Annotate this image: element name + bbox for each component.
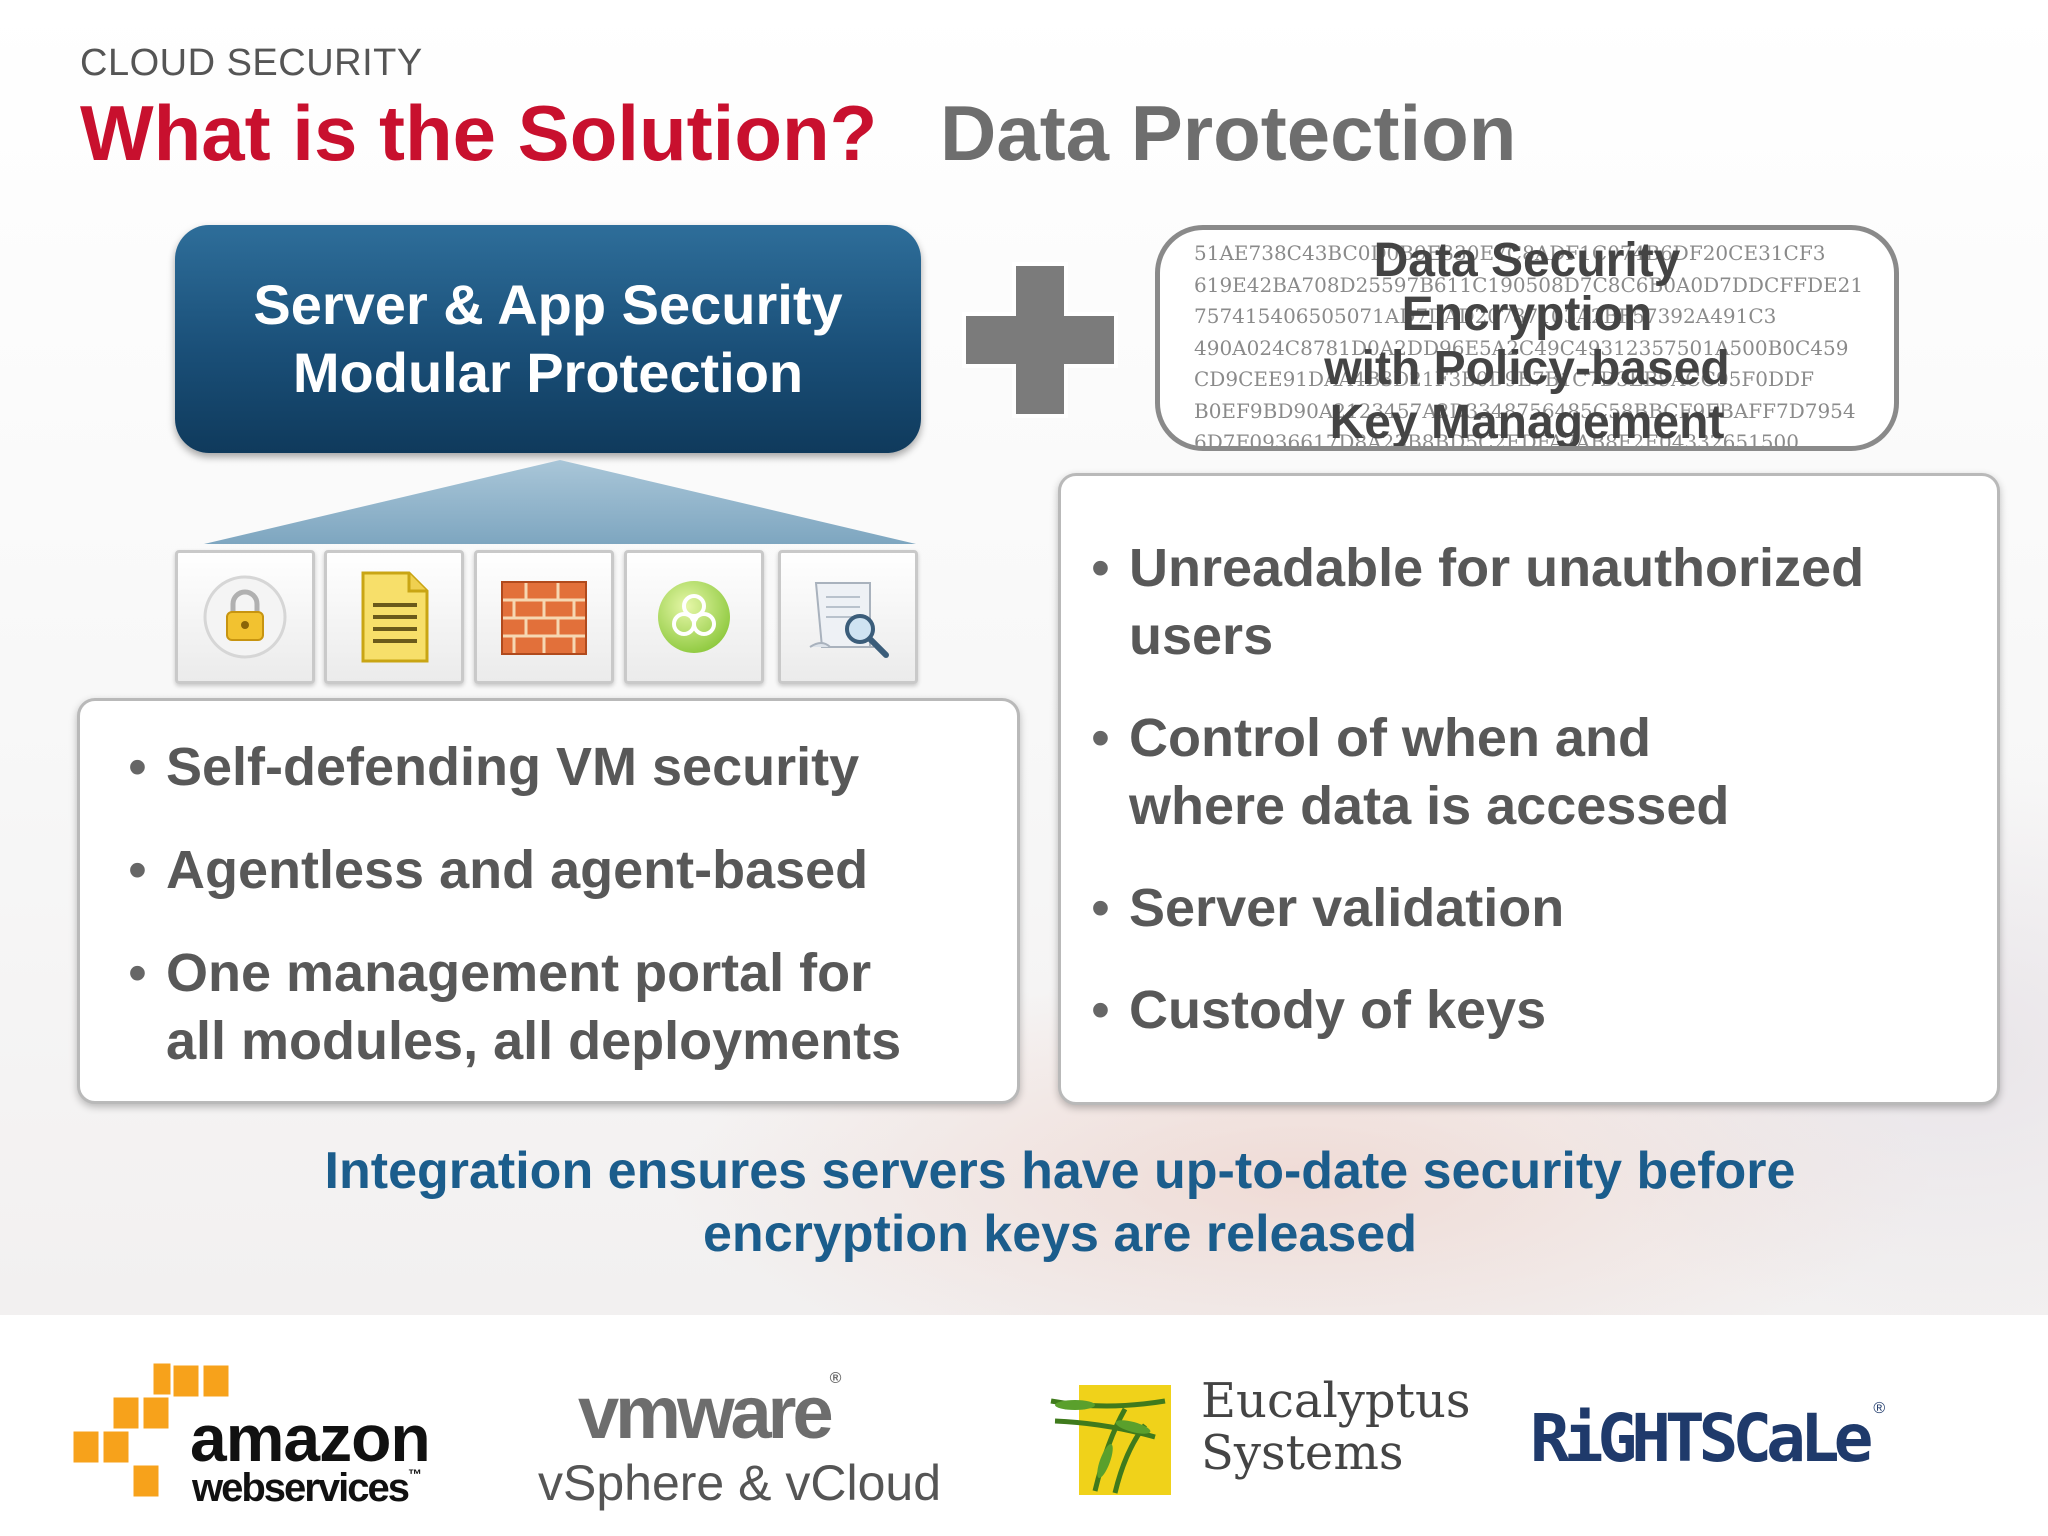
- list-item: One management portal for all modules, a…: [128, 939, 902, 1075]
- eucalyptus-text-line1: Eucalyptus: [1201, 1373, 1471, 1429]
- module-document: [324, 550, 464, 684]
- list-item: Server validation: [1091, 874, 1864, 942]
- hex-line: 490A024C8781D0A2DD96E5A2C49C49312357501A…: [1194, 335, 1849, 360]
- list-item-text-line2: where data is accessed: [1129, 776, 1730, 836]
- module-biohazard: [624, 550, 764, 684]
- list-item: Custody of keys: [1091, 976, 1864, 1044]
- document-icon: [361, 571, 429, 663]
- amazon-wordmark: amazon: [190, 1401, 431, 1475]
- list-item-text-line2: all modules, all deployments: [166, 1011, 902, 1071]
- registered-mark: ®: [829, 1370, 842, 1387]
- webservices-text: webservices: [192, 1466, 410, 1510]
- webservices-wordmark: webservices™: [192, 1466, 422, 1511]
- integration-line2: encryption keys are released: [703, 1205, 1417, 1263]
- data-security-caption: Data Security Encryption with Policy-bas…: [1160, 234, 1894, 449]
- logo-band: [0, 1315, 2048, 1536]
- module-firewall: [474, 550, 614, 684]
- vmware-logo: vmware® vSphere & vCloud: [530, 1370, 970, 1520]
- hex-line: 757415406505071AD7DAD20787103A2BF57392A4…: [1194, 304, 1777, 328]
- vmware-text: vmware: [578, 1371, 834, 1454]
- vmware-wordmark: vmware®: [578, 1370, 841, 1455]
- biohazard-icon: [658, 581, 730, 653]
- server-box-line1: Server & App Security: [253, 273, 843, 336]
- data-security-line4: Key Management: [1329, 396, 1725, 449]
- list-item: Agentless and agent-based: [128, 836, 901, 904]
- data-security-line1: Data Security: [1373, 234, 1681, 287]
- registered-mark: ®: [1873, 1400, 1886, 1417]
- data-protection-list: Unreadable for unauthorized users Contro…: [1091, 534, 1865, 1044]
- section-eyebrow: CLOUD SECURITY: [80, 42, 423, 84]
- eucalyptus-leaf-icon: [1050, 1385, 1171, 1495]
- rightscale-wordmark: RiGHTSCaLe: [1530, 1400, 1873, 1477]
- list-item-text: Self-defending VM security: [166, 737, 860, 797]
- list-item-text: Agentless and agent-based: [166, 840, 869, 900]
- data-security-box: 51AE738C43BC0D0B9E330E7C8ADF1C074B6DF20C…: [1155, 225, 1899, 451]
- module-scroll-search: [778, 550, 918, 684]
- server-features-list: Self-defending VM security Agentless and…: [128, 733, 902, 1075]
- list-item-text: Server validation: [1129, 878, 1565, 938]
- server-features-panel: Self-defending VM security Agentless and…: [77, 698, 1020, 1104]
- integration-line1: Integration ensures servers have up-to-d…: [324, 1142, 1796, 1200]
- trademark-mark: ™: [407, 1466, 422, 1482]
- scroll-search-icon: [809, 582, 889, 658]
- data-security-line3: with Policy-based: [1324, 342, 1730, 395]
- firewall-icon: [501, 581, 587, 655]
- list-item-text-line1: One management portal for: [166, 943, 872, 1003]
- amazon-web-services-logo: amazon webservices™: [70, 1360, 470, 1510]
- list-item-text-line2: users: [1129, 606, 1274, 666]
- list-item: Control of when and where data is access…: [1091, 704, 1864, 840]
- padlock-icon: [203, 575, 287, 659]
- module-padlock: [175, 550, 315, 684]
- eucalyptus-wordmark: Eucalyptus Systems: [1201, 1375, 1470, 1479]
- hex-line: CD9CEE91DAA4B3D21F3B0D9E7B1C7D3EB9ACC95F…: [1194, 367, 1814, 391]
- eucalyptus-systems-logo: Eucalyptus Systems: [1045, 1375, 1470, 1515]
- list-item: Self-defending VM security: [128, 733, 901, 801]
- aws-cubes-icon: [70, 1360, 180, 1500]
- eucalyptus-text-line2: Systems: [1201, 1425, 1404, 1481]
- roof-triangle: [204, 460, 916, 544]
- server-app-security-box: Server & App Security Modular Protection: [175, 225, 921, 453]
- rightscale-logo: RiGHTSCaLe®: [1530, 1400, 1970, 1490]
- list-item: Unreadable for unauthorized users: [1091, 534, 1865, 670]
- plus-icon: [962, 262, 1118, 418]
- vmware-products: vSphere & vCloud: [538, 1455, 942, 1511]
- encrypted-hex-background: 51AE738C43BC0D0B9E330E7C8ADF1C074B6DF20C…: [1194, 238, 1864, 451]
- hex-line: 619E42BA708D25597B611C190508D7C8C6B0A0D7…: [1194, 272, 1864, 297]
- list-item-text-line1: Unreadable for unauthorized: [1129, 538, 1865, 598]
- hex-line: B0EF9BD90A2123457A2D3348756485C58BBCF9FB…: [1194, 398, 1856, 423]
- server-box-line2: Modular Protection: [292, 341, 804, 404]
- slide-title: What is the Solution?: [80, 89, 878, 177]
- data-protection-panel: Unreadable for unauthorized users Contro…: [1058, 473, 2000, 1105]
- list-item-text: Custody of keys: [1129, 980, 1547, 1040]
- hex-line: 51AE738C43BC0D0B9E330E7C8ADF1C074B6DF20C…: [1194, 241, 1826, 265]
- list-item-text-line1: Control of when and: [1129, 708, 1651, 768]
- integration-statement: Integration ensures servers have up-to-d…: [140, 1140, 1980, 1266]
- slide-subtitle: Data Protection: [940, 89, 1517, 177]
- aws-cubes-top-icon: [170, 1362, 232, 1400]
- data-security-line2: Encryption: [1401, 288, 1653, 341]
- hex-line: 6D7F0936617D8A23B8BD5C2EDFA7AB8F2E043326…: [1194, 430, 1799, 451]
